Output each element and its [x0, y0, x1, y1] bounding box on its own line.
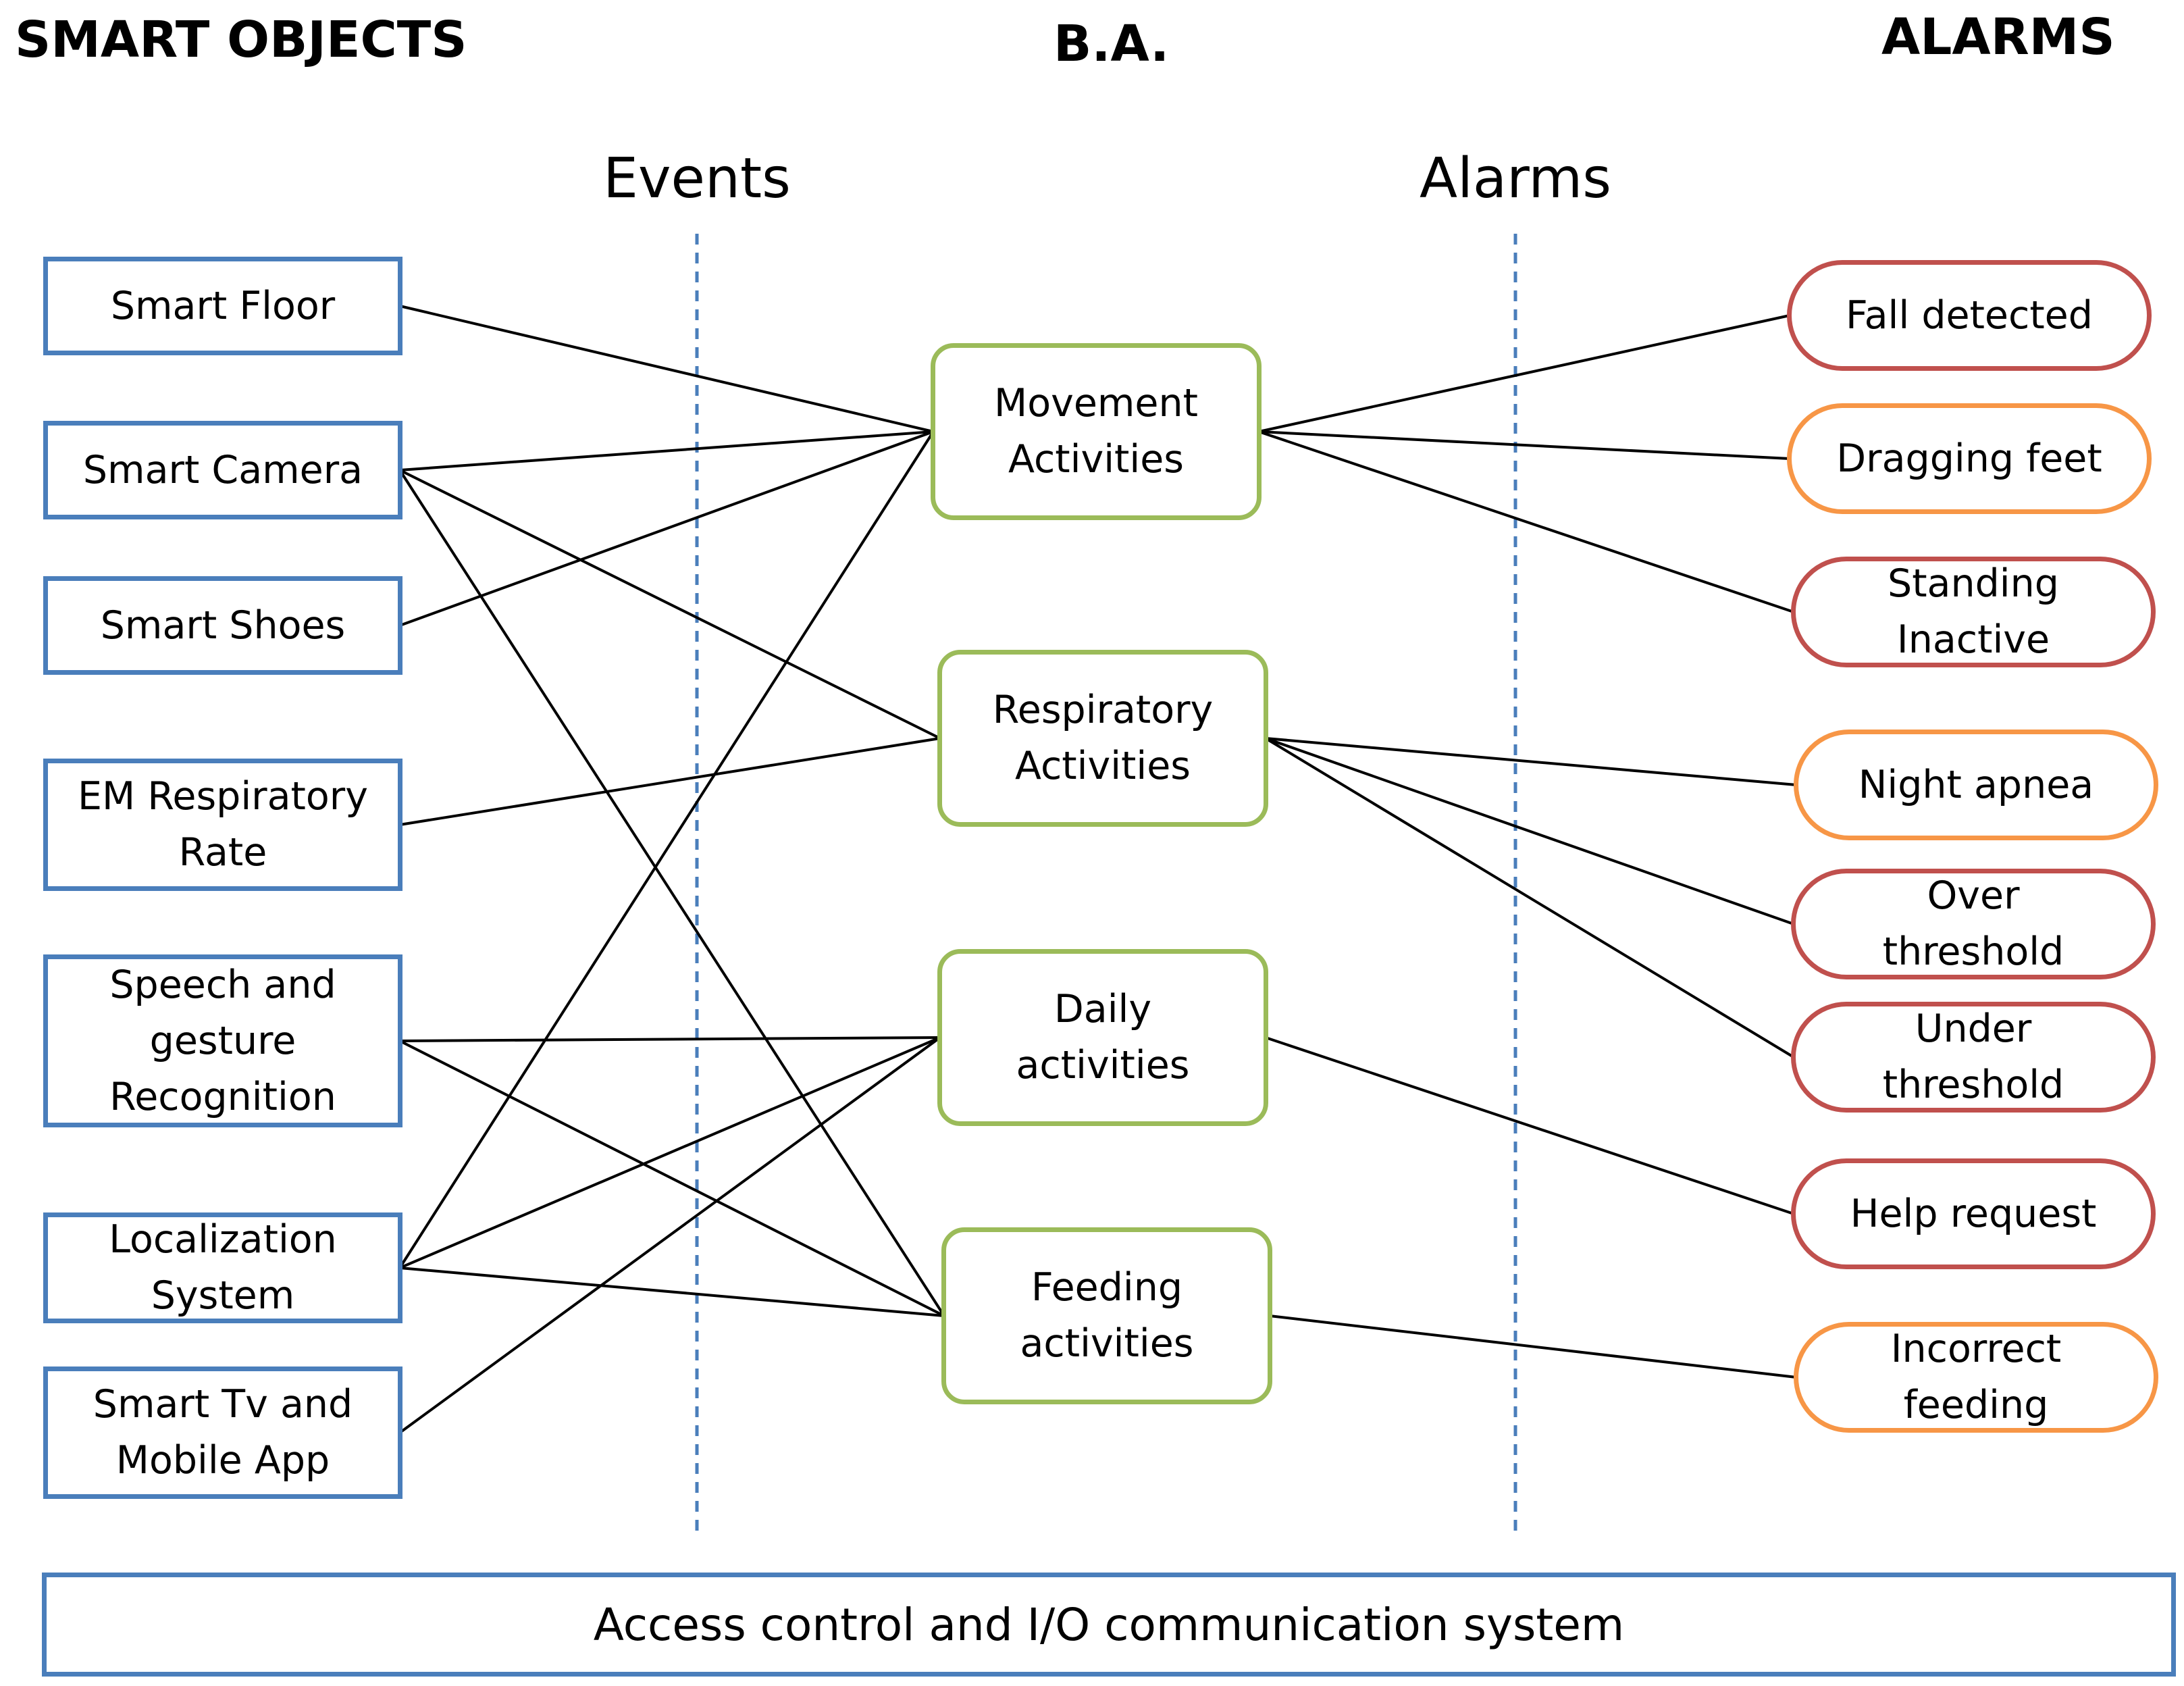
smart-object-smart-tv-and-mobile-app: Smart Tv and Mobile App	[43, 1366, 402, 1499]
node-label: Feeding activities	[1020, 1265, 1194, 1366]
activity-respiratory-activities: Respiratory Activities	[937, 650, 1268, 827]
connector-local-to-daily	[399, 1036, 941, 1269]
alarm-dragging-feet: Dragging feet	[1787, 403, 2152, 514]
alarm-under-threshold: Under threshold	[1791, 1002, 2156, 1113]
activity-movement-activities: Movement Activities	[931, 343, 1262, 520]
node-label: Smart Shoes	[100, 603, 346, 648]
alarm-help-request: Help request	[1791, 1158, 2156, 1269]
alarm-night-apnea: Night apnea	[1794, 730, 2158, 840]
smart-object-smart-floor: Smart Floor	[43, 257, 402, 355]
node-label: Localization System	[109, 1217, 337, 1318]
node-label: Movement Activities	[994, 381, 1198, 482]
smart-object-localization-system: Localization System	[43, 1212, 402, 1323]
node-label: Help request	[1850, 1191, 2097, 1236]
connector-respiratory-to-apnea	[1265, 737, 1797, 786]
node-label: Daily activities	[1016, 987, 1190, 1088]
connector-speech-to-feeding	[399, 1040, 945, 1317]
connector-respiratory-to-under	[1264, 737, 1795, 1058]
node-label: Speech and gesture Recognition	[109, 962, 336, 1119]
connector-tv-to-daily	[398, 1036, 941, 1434]
alarm-incorrect-feeding: Incorrect feeding	[1794, 1322, 2158, 1433]
node-label: Incorrect feeding	[1890, 1327, 2062, 1427]
connector-movement-to-fall	[1258, 314, 1790, 433]
alarms-lane-label: Alarms	[1420, 147, 1611, 211]
connector-camera-to-respiratory	[399, 469, 941, 740]
activity-feeding-activities: Feeding activities	[941, 1227, 1272, 1404]
connector-local-to-feeding	[399, 1267, 945, 1317]
connector-movement-to-drag	[1258, 430, 1790, 460]
smart-object-smart-shoes: Smart Shoes	[43, 576, 402, 675]
ba-header: B.A.	[1054, 15, 1170, 73]
events-lane-label: Events	[603, 147, 791, 211]
connector-speech-to-daily	[399, 1036, 941, 1042]
node-label: Smart Camera	[82, 447, 363, 492]
alarm-fall-detected: Fall detected	[1787, 260, 2152, 371]
smart-object-speech-and-gesture-recognition: Speech and gesture Recognition	[43, 954, 402, 1127]
smart-object-em-respiratory-rate: EM Respiratory Rate	[43, 759, 402, 891]
smart-object-smart-camera: Smart Camera	[43, 421, 402, 519]
connector-respiratory-to-over	[1265, 737, 1794, 925]
footer-label: Access control and I/O communication sys…	[593, 1598, 1625, 1651]
connector-local-to-movement	[398, 430, 935, 1269]
activity-daily-activities: Daily activities	[937, 949, 1268, 1126]
connector-feeding-to-incorrect	[1269, 1314, 1797, 1379]
alarm-standing-inactive: Standing Inactive	[1791, 557, 2156, 667]
connector-movement-to-standing	[1258, 430, 1794, 613]
node-label: Over threshold	[1882, 873, 2064, 974]
node-label: Respiratory Activities	[992, 688, 1214, 788]
smart-objects-header: SMART OBJECTS	[15, 11, 467, 69]
connector-camera-to-feeding	[398, 469, 945, 1317]
access-control-bar: Access control and I/O communication sys…	[42, 1573, 2176, 1677]
node-label: Under threshold	[1882, 1006, 2064, 1107]
node-label: Standing Inactive	[1888, 561, 2059, 662]
node-label: Fall detected	[1846, 292, 2093, 338]
connector-shoes-to-movement	[399, 430, 934, 627]
connector-floor-to-movement	[399, 305, 934, 433]
alarm-over-threshold: Over threshold	[1791, 869, 2156, 979]
node-label: Smart Floor	[110, 283, 336, 328]
node-label: EM Respiratory Rate	[78, 774, 368, 875]
connector-em-to-respiratory	[399, 737, 941, 826]
node-label: Smart Tv and Mobile App	[93, 1382, 353, 1483]
alarms-header: ALARMS	[1881, 8, 2115, 66]
node-label: Night apnea	[1858, 762, 2094, 807]
connector-daily-to-help	[1265, 1036, 1794, 1215]
connector-camera-to-movement	[399, 430, 934, 471]
node-label: Dragging feet	[1836, 436, 2102, 481]
